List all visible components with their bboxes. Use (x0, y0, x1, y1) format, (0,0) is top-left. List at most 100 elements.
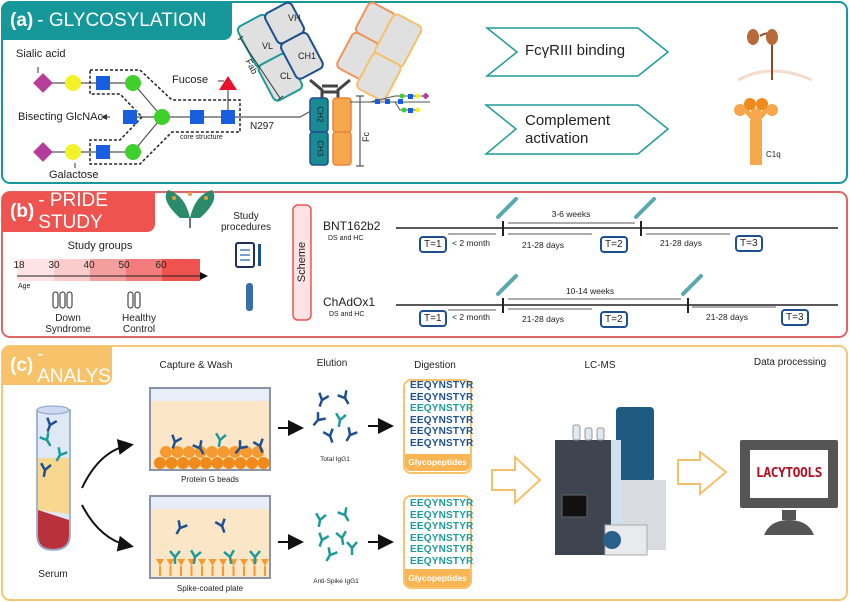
fcgriii-binding-label: FcγRIII binding (525, 42, 626, 59)
spike-proteins (156, 559, 269, 576)
antibody-icon (335, 412, 347, 428)
complement-activation-label: Complement activation (525, 112, 611, 147)
antibody-icon (234, 440, 248, 455)
hollow-arrow-to-lcms (491, 454, 542, 506)
lacytools-logo: LACYTOOLS (756, 466, 822, 481)
antibody-icon (325, 547, 338, 562)
antibody-shape (55, 447, 68, 462)
antibody-shape (175, 520, 188, 535)
vl-label: VL (262, 41, 274, 51)
antibody-icon (171, 434, 183, 450)
bead-icon (188, 457, 201, 469)
bead-icon (165, 457, 178, 469)
healthy-control-label: Healthy Control (122, 313, 156, 335)
age-bar (17, 259, 208, 281)
antibody-icon (252, 438, 264, 454)
peptide-sequence: EEQYNSTYR (410, 426, 474, 437)
antibody-shape (335, 530, 347, 546)
step-digestion: Digestion (414, 360, 456, 371)
mannose-icon (125, 144, 141, 160)
cl-label: CL (280, 71, 292, 81)
antibody-icon (337, 507, 350, 522)
bead-icon (194, 446, 207, 458)
ch1-label: CH1 (298, 51, 317, 61)
antibody-shape (252, 438, 264, 454)
antibody-shape (249, 550, 261, 564)
antibody-shape (315, 512, 327, 528)
antibody-icon (214, 518, 226, 534)
peptide-sequence: EEQYNSTYR (410, 521, 474, 532)
panel-c-header: (c)- ANALYSIS (2, 344, 129, 387)
fucose-label: Fucose (172, 74, 209, 86)
antibody-shape (322, 428, 334, 444)
peptide-sequence: EEQYNSTYR (410, 544, 474, 555)
serum-label: Serum (38, 569, 68, 580)
chadox-t1-badge: T=1 (419, 310, 447, 327)
chadox-duration-2: 21-28 days (522, 314, 565, 324)
antibody-shape (318, 532, 330, 548)
bead-icon (177, 457, 189, 469)
antibody-shape (169, 550, 181, 564)
panel-a-header: (a)- GLYCOSYLATION (2, 2, 232, 40)
ch3-label: CH3 (315, 140, 325, 157)
antibody-icon (223, 549, 235, 565)
antibody-shape (40, 462, 52, 478)
clipboard-icon (235, 242, 261, 268)
fc-label: Fc (361, 131, 372, 142)
bnt162b2-interval: 3-6 weeks (551, 209, 591, 219)
mannose-icon (125, 75, 141, 91)
antibody-icon (322, 428, 334, 444)
spike-protein-icon (166, 559, 175, 576)
antibody-icon (215, 432, 227, 448)
core-structure-outline (89, 69, 241, 165)
antibody-shape (192, 440, 205, 455)
antibody-shape (337, 507, 350, 522)
peptide-sequence: EEQYNSTYR (410, 509, 474, 521)
digestion-box-total (403, 379, 472, 474)
n297-label: N297 (250, 121, 274, 132)
down-syndrome-label: Down Syndrome (45, 313, 91, 335)
glycopeptides-label-anti-spike: Glycopeptides (405, 569, 470, 587)
digestion-box-anti-spike (403, 495, 472, 589)
step-capture-wash: Capture & Wash (159, 360, 233, 371)
lc-ms-instrument-icon (555, 407, 666, 556)
antibody-icon (335, 530, 347, 546)
bead-icon (183, 446, 195, 458)
age-tick-30: 30 (48, 260, 60, 271)
antibody-shape (335, 412, 347, 428)
antibody-shape (171, 434, 183, 450)
bnt-duration-3: 21-28 days (660, 238, 703, 248)
syringe-icons (496, 197, 703, 296)
protein-g-beads (154, 446, 270, 469)
antibody-icon (318, 392, 330, 408)
age-tick-60: 60 (155, 260, 167, 271)
bead-icon (154, 457, 166, 469)
bead-icon (171, 446, 184, 458)
peptide-sequence: EEQYNSTYR (410, 414, 474, 426)
galactose-icon (65, 75, 81, 91)
antibody-icon (190, 549, 202, 565)
antibody-icon (175, 520, 188, 535)
antibody-icon (318, 532, 330, 548)
peptide-sequence: EEQYNSTYR (410, 437, 474, 449)
age-tick-18: 18 (13, 260, 25, 271)
peptide-sequence: EEQYNSTYR (410, 532, 474, 544)
antibody-shape (215, 432, 227, 448)
bnt-duration-1: < 2 month (452, 238, 491, 248)
age-tick-40: 40 (83, 260, 95, 271)
glcnac-icon (221, 110, 235, 124)
spike-protein-icon (187, 559, 196, 576)
vh-label: VH (288, 13, 301, 23)
bead-icon (257, 457, 270, 469)
sialic-acid-label: Sialic acid (16, 48, 66, 60)
galactose-label: Galactose (49, 169, 99, 181)
antibody-shape (46, 417, 58, 433)
antibody-icon (39, 432, 52, 447)
bead-icon (160, 446, 172, 458)
bnt-t2-badge: T=2 (600, 236, 628, 253)
step-elution: Elution (316, 358, 348, 369)
protein-g-beads-label: Protein G beads (181, 475, 239, 484)
bnt-t3-badge: T=3 (735, 235, 763, 252)
